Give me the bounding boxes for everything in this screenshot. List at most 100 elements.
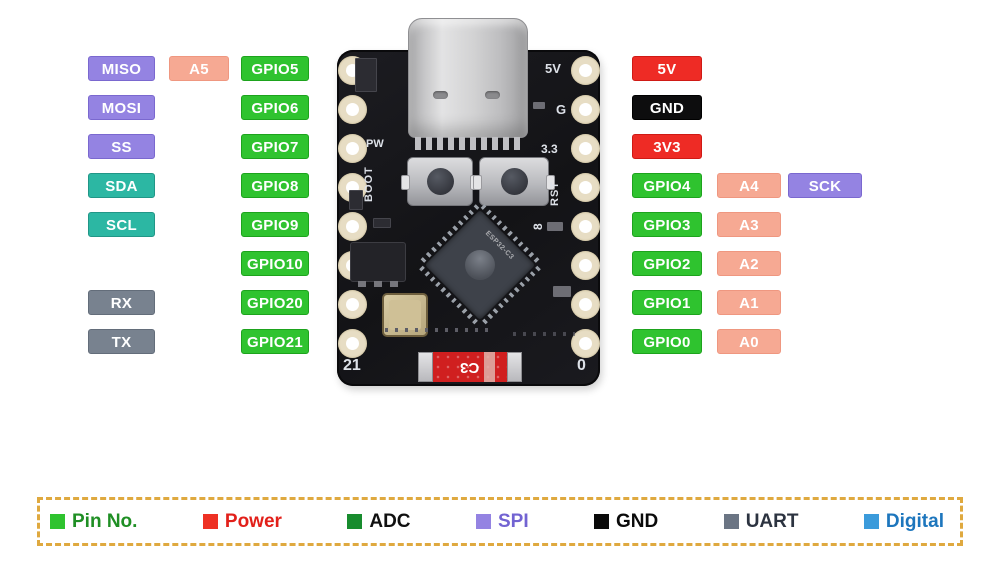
component-stripe [484, 352, 495, 382]
usb-weld-slot [433, 91, 448, 99]
silkscreen-21: 21 [343, 357, 361, 374]
pin-label-gpio8: GPIO8 [241, 173, 309, 198]
legend-item-adc: ADC [347, 511, 411, 533]
pin-label-a3: A3 [717, 212, 781, 237]
pad-hole [578, 336, 592, 350]
pin-label-tx: TX [88, 329, 155, 354]
pin-label-5v: 5V [632, 56, 702, 81]
regulator-leg [358, 281, 366, 287]
pin-label-sck: SCK [788, 173, 862, 198]
castellated-pad [570, 172, 600, 202]
pin-label-miso: MISO [88, 56, 155, 81]
castellated-pad [570, 55, 600, 85]
voltage-regulator [350, 242, 406, 287]
pad-hole [345, 336, 359, 350]
castellated-pad [337, 94, 367, 124]
usb-weld-slot [485, 91, 500, 99]
smd-component [349, 190, 363, 210]
legend-item-spi: SPI [475, 510, 529, 533]
legend-label: SPI [497, 510, 529, 532]
regulator-leg [390, 281, 398, 287]
esp32-board: ESP32-C3 C3 PW [337, 18, 600, 386]
pin-label-a0: A0 [717, 329, 781, 354]
pin-label-gpio7: GPIO7 [241, 134, 309, 159]
button-tab [401, 175, 410, 190]
pad-hole [578, 297, 592, 311]
legend-swatch [723, 514, 739, 529]
chip-body: ESP32-C3 [424, 209, 536, 321]
pin-label-a4: A4 [717, 173, 781, 198]
reset-button [473, 157, 555, 206]
smd-component [547, 222, 563, 231]
component-cap [418, 352, 433, 382]
pin-label-ss: SS [88, 134, 155, 159]
pin-label-gpio21: GPIO21 [241, 329, 309, 354]
pin-label-gpio4: GPIO4 [632, 173, 702, 198]
legend-swatch [347, 514, 363, 529]
pad-hole [345, 219, 359, 233]
castellated-pad [337, 211, 367, 241]
via-dots [513, 332, 575, 336]
via-dots [385, 328, 489, 332]
pin-label-gpio0: GPIO0 [632, 329, 702, 354]
button-tab [546, 175, 555, 190]
pin-label-3v3: 3V3 [632, 134, 702, 159]
legend-swatch [475, 514, 491, 529]
red-smd-component: C3 [418, 352, 522, 382]
smd-component [533, 102, 545, 109]
pad-hole [345, 141, 359, 155]
pad-hole [578, 258, 592, 272]
legend-label: Digital [885, 510, 944, 532]
castellated-pad [337, 133, 367, 163]
silkscreen-3v3: 3.3 [541, 142, 558, 156]
pad-hole [578, 102, 592, 116]
smd-component [355, 58, 377, 92]
legend-swatch [594, 514, 610, 529]
pin-label-gpio9: GPIO9 [241, 212, 309, 237]
pin-label-a5: A5 [169, 56, 229, 81]
smd-component [553, 286, 571, 297]
castellated-pad [337, 328, 367, 358]
pin-label-gpio2: GPIO2 [632, 251, 702, 276]
silkscreen-rst: RST [549, 181, 561, 206]
espressif-logo [458, 243, 502, 287]
legend-item-uart: UART [723, 510, 799, 533]
legend-item-pin-no-: Pin No. [50, 511, 137, 533]
silkscreen-0: 0 [577, 357, 586, 374]
component-body: C3 [433, 352, 507, 382]
pin-label-gpio20: GPIO20 [241, 290, 309, 315]
legend-label: GND [616, 510, 659, 532]
castellated-pad [570, 211, 600, 241]
pin-label-a1: A1 [717, 290, 781, 315]
pin-label-gnd: GND [632, 95, 702, 120]
red-component-marking: C3 [460, 358, 480, 376]
silkscreen-pw: PW [366, 138, 384, 150]
pin-label-gpio6: GPIO6 [241, 95, 309, 120]
boot-button-cap [426, 168, 454, 195]
usb-solder-legs [415, 137, 521, 150]
pad-hole [578, 63, 592, 77]
legend-item-digital: Digital [863, 510, 944, 533]
castellated-pad [570, 328, 600, 358]
pin-label-mosi: MOSI [88, 95, 155, 120]
legend-label: Pin No. [72, 510, 138, 532]
castellated-pad [570, 133, 600, 163]
pin-label-scl: SCL [88, 212, 155, 237]
castellated-pad [570, 250, 600, 280]
legend-label: UART [745, 510, 799, 532]
castellated-pad [337, 289, 367, 319]
pin-label-gpio10: GPIO10 [241, 251, 309, 276]
legend-swatch [202, 514, 218, 529]
silkscreen-8: 8 [531, 223, 545, 230]
usb-c-connector [408, 18, 528, 138]
pad-hole [578, 180, 592, 194]
component-cap [507, 352, 522, 382]
silkscreen-5v: 5V [545, 61, 561, 76]
button-tab [473, 175, 482, 190]
pad-hole [345, 102, 359, 116]
silkscreen-g: G [556, 102, 567, 117]
pad-hole [578, 219, 592, 233]
esp32-c3-chip: ESP32-C3 [415, 200, 545, 330]
